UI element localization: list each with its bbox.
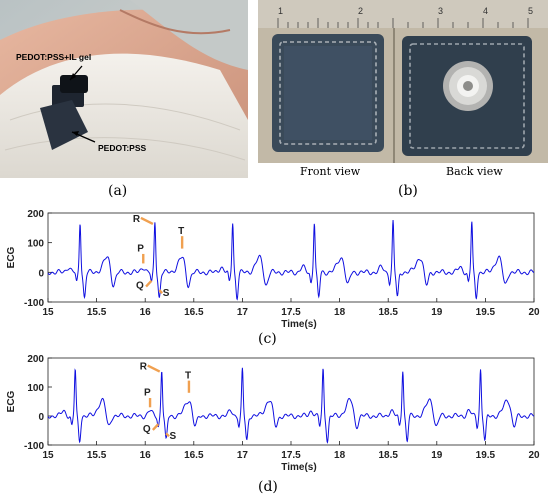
y-axis-label: ECG [6, 246, 17, 268]
annotation-arrow-r [147, 364, 161, 373]
x-tick-label: 17.5 [281, 307, 301, 318]
x-tick-label: 17.5 [281, 450, 301, 461]
label-pedot-gel: PEDOT:PSS+IL gel [16, 52, 92, 62]
photo-a-illustration [0, 0, 248, 178]
annotation-r: R [140, 362, 148, 373]
caption-b: (b) [398, 183, 418, 199]
x-tick-label: 18.5 [378, 307, 398, 318]
x-tick-label: 15.5 [87, 450, 107, 461]
annotation-arrow-q [151, 423, 160, 431]
annotation-arrow-q [145, 279, 153, 288]
plot-frame [47, 357, 535, 446]
ecg-chart-c: -100 0 100 200 15 15.5 16 16.5 17 17.5 18 18.5 19 19.… [0, 200, 550, 335]
x-tick-label: 19.5 [476, 307, 496, 318]
x-axis-label: Time(s) [281, 319, 316, 330]
x-tick-label: 16.5 [184, 450, 204, 461]
ecg-trace [47, 367, 535, 444]
annotation-s: S [163, 288, 170, 299]
caption-a: (a) [108, 183, 128, 199]
x-tick-label: 19 [431, 450, 443, 461]
photo-electrode-on-hand: PEDOT:PSS+IL gel PEDOT:PSS [0, 0, 248, 178]
ecg-chart-c-svg: -100 0 100 200 15 15.5 16 16.5 17 17.5 18 18.5 19 19.… [6, 209, 540, 330]
x-tick-label: 19.5 [476, 450, 496, 461]
x-tick-label: 18.5 [378, 450, 398, 461]
annotation-p: P [137, 244, 144, 255]
photo-b-illustration: 1 2 3 4 5 [258, 0, 548, 163]
annotation-q: Q [136, 281, 144, 292]
x-tick-label: 16 [140, 307, 152, 318]
x-tick-label: 20 [528, 450, 540, 461]
ruler-number-4: 4 [483, 6, 488, 16]
y-tick-label: 200 [27, 354, 44, 365]
annotation-arrow-r [140, 216, 154, 225]
ruler-number-1: 1 [278, 6, 283, 16]
annotation-p: P [144, 388, 151, 399]
annotation-t: T [185, 370, 191, 381]
x-tick-label: 20 [528, 307, 540, 318]
y-tick-label: 200 [27, 209, 44, 220]
ecg-chart-d: -100 0 100 200 15 15.5 16 16.5 17 17.5 18 18.5 19 19.… [0, 347, 550, 477]
y-axis-label: ECG [6, 390, 17, 412]
x-tick-label: 18 [334, 307, 346, 318]
x-tick-label: 17 [237, 450, 249, 461]
annotation-q: Q [143, 424, 151, 435]
x-tick-label: 16.5 [184, 307, 204, 318]
ecg-chart-d-svg: -100 0 100 200 15 15.5 16 16.5 17 17.5 18 18.5 19 19.… [6, 354, 540, 473]
annotation-arrow-s [165, 432, 170, 438]
y-tick-label: -100 [24, 441, 44, 452]
y-tick-label: 0 [38, 268, 44, 279]
x-tick-label: 18 [334, 450, 346, 461]
annotation-t: T [178, 226, 184, 237]
ecg-trace [47, 220, 535, 301]
x-tick-label: 17 [237, 307, 249, 318]
label-front-view: Front view [300, 165, 361, 178]
ruler [258, 0, 548, 28]
annotation-arrow-s [158, 289, 164, 294]
caption-c: (c) [258, 331, 277, 347]
y-tick-label: 100 [27, 239, 44, 250]
plot-frame [47, 212, 535, 303]
x-tick-label: 15 [42, 450, 54, 461]
ruler-number-3: 3 [438, 6, 443, 16]
pedot-pss-strip [40, 100, 88, 150]
y-tick-label: -100 [24, 298, 44, 309]
x-tick-label: 19 [431, 307, 443, 318]
y-tick-label: 0 [38, 412, 44, 423]
label-back-view: Back view [446, 165, 503, 178]
annotation-r: R [133, 214, 141, 225]
x-axis-label: Time(s) [281, 462, 316, 473]
annotation-s: S [170, 431, 177, 442]
ruler-number-5: 5 [528, 6, 533, 16]
x-tick-label: 16 [140, 450, 152, 461]
ruler-number-2: 2 [358, 6, 363, 16]
label-pedot-pss: PEDOT:PSS [98, 143, 147, 153]
caption-d: (d) [258, 479, 278, 495]
y-tick-label: 100 [27, 383, 44, 394]
x-tick-label: 15.5 [87, 307, 107, 318]
x-tick-label: 15 [42, 307, 54, 318]
photo-electrode-views: 1 2 3 4 5 Front view Back view [258, 0, 548, 178]
